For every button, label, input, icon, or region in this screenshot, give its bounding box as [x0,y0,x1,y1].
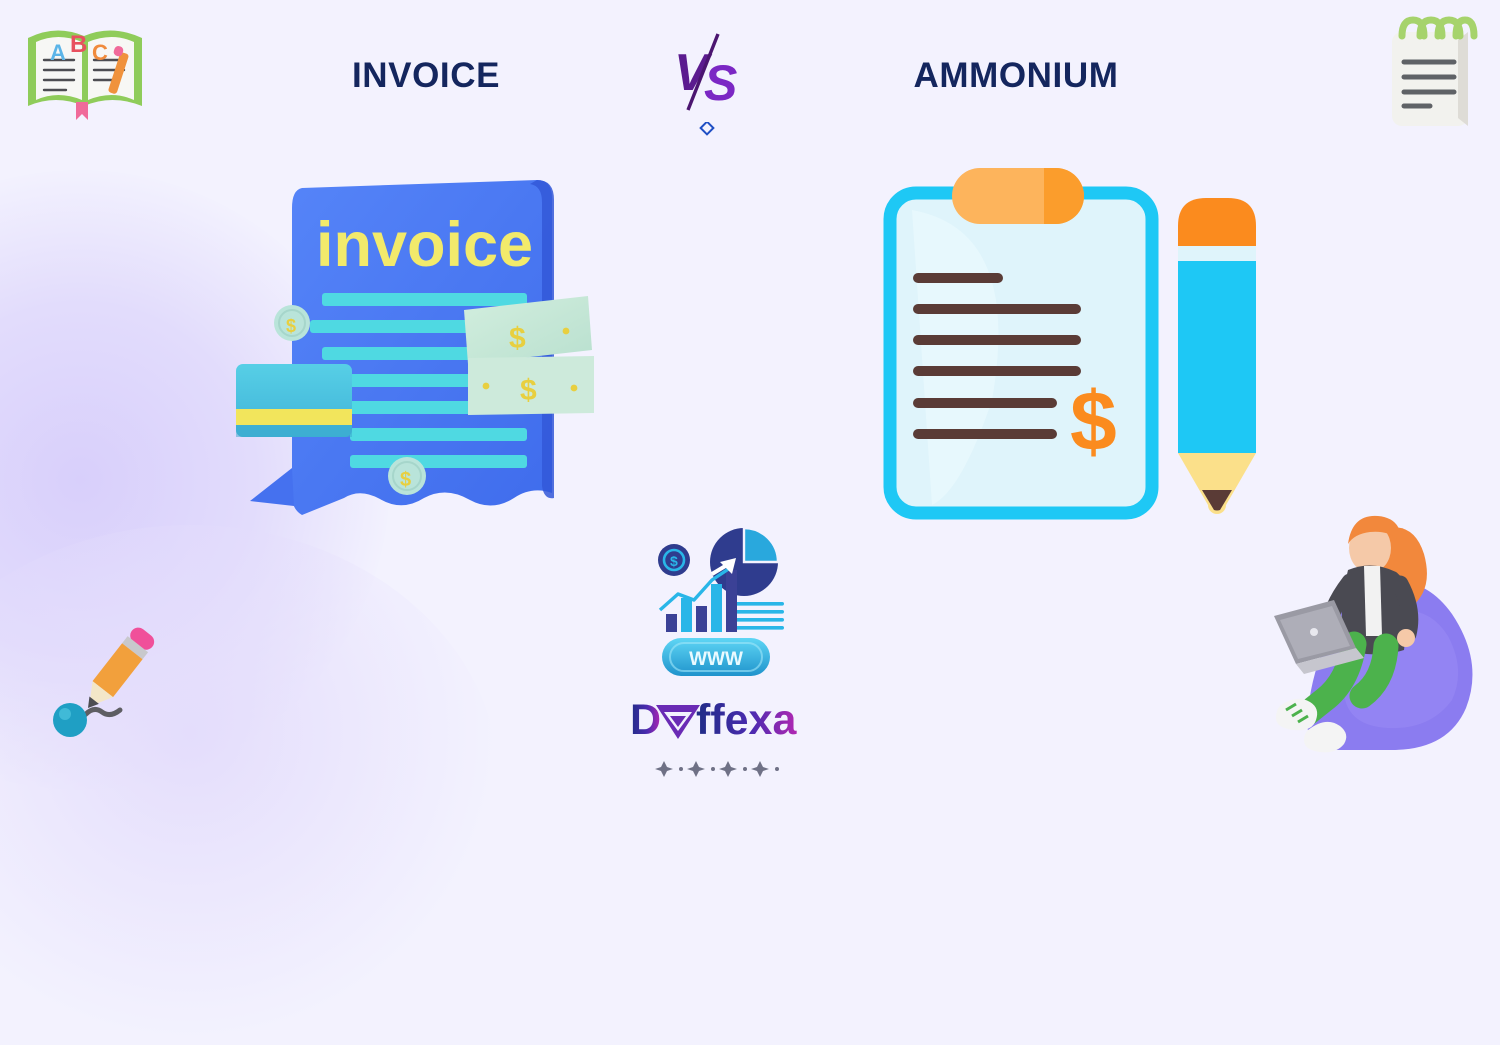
svg-text:$: $ [286,316,296,336]
bar-chart [666,570,737,632]
laptop-icon [1274,600,1364,674]
comparison-graphic: INVOICE AMMONIUM V S [0,8,1500,1045]
banknotes: $ $ [464,296,594,415]
brand-logo[interactable]: D ffexa [630,694,810,746]
sparkle-divider [650,758,800,780]
invoice-illustration: invoice $ [232,168,612,543]
versus-badge: V S [672,32,744,112]
svg-text:A: A [50,40,66,65]
svg-text:$: $ [509,322,526,355]
person-on-beanbag-with-laptop-icon [1252,504,1500,766]
bookmark-icon [76,102,88,120]
clipboard-dollar-icon: $ [1070,374,1117,468]
background-glow-bottom [0,525,500,1045]
book-pencil-icon [108,46,129,94]
shoe-icon [1276,698,1347,753]
coin-top: $ [274,305,310,341]
coin-bottom: $ [388,457,426,495]
clipboard-clip [952,168,1084,224]
web-badge: WWW [660,634,772,680]
open-book-abc-icon: A B C [18,8,154,130]
svg-text:B: B [70,31,87,58]
left-term-title: INVOICE [351,56,501,95]
credit-card [236,364,352,437]
invoice-wordmark: invoice [316,210,533,280]
svg-text:$: $ [670,553,678,569]
vertical-divider [690,120,724,542]
infographic-text-lines [734,602,784,630]
svg-text:S: S [704,55,737,111]
brand-text-before: D [630,696,661,744]
brand-text-after: ffexa [696,696,797,744]
right-term-title: AMMONIUM [913,56,1119,95]
ball-icon [53,703,87,737]
svg-text:C: C [92,40,108,65]
svg-text:$: $ [400,469,411,491]
svg-text:$: $ [520,374,537,407]
clipboard-text-lines [913,273,1081,439]
pencil-drawing-icon [48,618,180,740]
analytics-infographic: $ [652,522,788,634]
clipboard-illustration: $ [872,160,1272,540]
web-badge-label: WWW [689,649,743,670]
brand-arrow-mark [656,705,700,739]
pencil [1178,198,1256,514]
dollar-coin-icon: $ [658,544,690,576]
notepad-icon [1376,14,1484,132]
